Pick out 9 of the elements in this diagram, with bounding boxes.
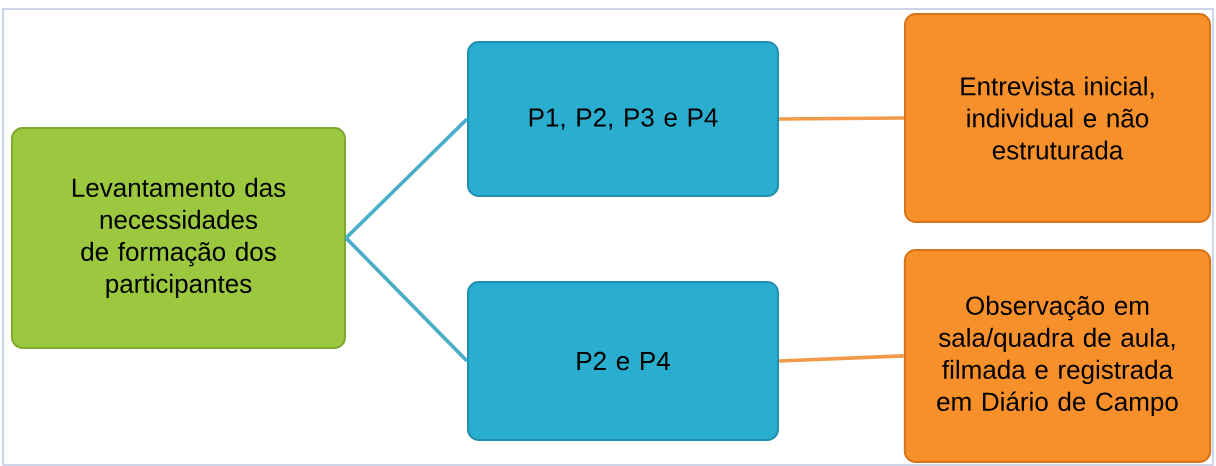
method-box: Entrevista inicial, individual e não estruturada xyxy=(904,13,1212,223)
method-box: Observação em sala/quadra de aula, filmada e registrada em Diário de Campo xyxy=(903,249,1212,463)
connector-line xyxy=(778,354,904,363)
participant-box: P1, P2, P3 e P4 xyxy=(467,41,779,197)
connector-line xyxy=(344,236,469,363)
participant-box: P2 e P4 xyxy=(467,281,779,441)
connector-line xyxy=(779,116,904,121)
process-box: Levantamento das necessidades de formação dos participantes xyxy=(11,127,347,349)
connector-line xyxy=(344,117,469,240)
